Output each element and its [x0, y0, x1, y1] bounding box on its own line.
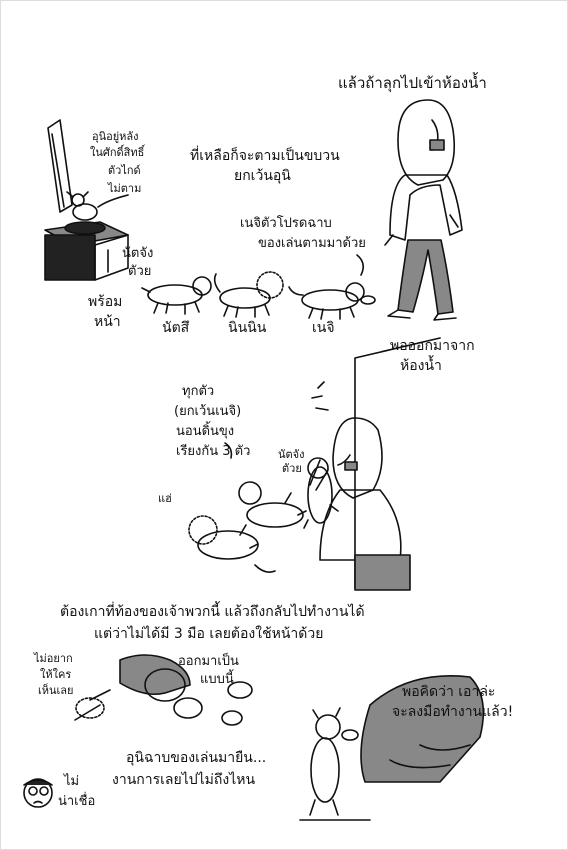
dog-name-natsu: นัตสึ: [162, 320, 190, 336]
tv-note-line4: ไม่ตาม: [108, 182, 142, 195]
bathroom-caption: แล้วถ้าลุกไปเข้าห้องน้ำ: [338, 74, 487, 92]
dog-ninnin-drawing: [213, 271, 284, 318]
all-dogs-line3: นอนดิ้นขุง: [176, 424, 235, 439]
author-line1: ไม่: [64, 774, 80, 789]
bottom-caption-line2: แต่ว่าไม่ได้มี 3 มือ เลยต้องใช้หน้าด้วย: [94, 626, 324, 642]
person-at-desk-drawing: [299, 675, 485, 821]
followers-header-line2: ยกเว้นอุนิ: [234, 168, 291, 184]
uni-line1: อุนิฉาบของเล่นมายืน...: [126, 750, 267, 766]
dog-name-ninnin: นินนิน: [228, 320, 267, 336]
think-line1: พอคิดว่า เอาล่ะ: [402, 684, 496, 700]
dog-name-neji: เนจิ: [312, 320, 335, 336]
shy-line3: เห็นเลย: [38, 684, 74, 697]
ready-line2: หน้า: [94, 314, 121, 330]
uni-dog-on-tv: [66, 191, 98, 221]
shy-line2: ให้ใคร: [40, 668, 72, 681]
tv-note-line2: ในศักดิ์สิทธิ์: [90, 146, 145, 159]
surprise-lines: [311, 381, 329, 411]
uni-standing-drawing: [309, 707, 359, 816]
dog-neji-drawing: [288, 282, 376, 320]
uni-line2: งานการเลยไปไม่ถึงไหน: [112, 772, 256, 788]
tv-note-line1: อุนิอยู่หลัง: [92, 130, 139, 143]
dog-tag-line1: นัตจัง: [278, 448, 305, 461]
dog-tag-line2: ตัวย: [282, 462, 302, 475]
ready-line1: พร้อม: [88, 294, 123, 310]
doorway-drawing: [354, 337, 441, 589]
tag-arrow: [224, 442, 233, 459]
bottom-caption-line1: ต้องเกาที่ท้องของเจ้าพวกนี้ แล้วถึงกลับไ…: [60, 604, 365, 620]
dog-natsu-drawing: [141, 276, 212, 315]
think-line2: จะลงมือทำงานแล้ว!: [392, 704, 514, 720]
toy-note-line1: เนจิตัวโปรดฉาบ: [240, 216, 332, 231]
return-caption-line2: ห้องน้ำ: [400, 358, 442, 374]
all-dogs-line2: (ยกเว้นเนจิ): [174, 404, 242, 419]
author-line2: น่าเชื่อ: [58, 794, 96, 809]
natchan-label-line2: ตัวย: [128, 264, 152, 279]
like-this-line1: ออกมาเป็น: [178, 654, 239, 669]
return-caption-line1: พอออกมาจาก: [390, 338, 475, 354]
person-lying-drawing: [74, 654, 253, 726]
sfx-heh: แฮ่: [158, 492, 172, 505]
walking-person-drawing: [384, 99, 463, 321]
tv-cabinet-drawing: [44, 119, 129, 281]
author-face-drawing: [23, 778, 53, 808]
toy-note-line2: ของเล่นตามมาด้วย: [258, 236, 366, 251]
shy-line1: ไม่อยาก: [34, 652, 73, 665]
toy-arrow: [356, 254, 365, 276]
tv-note-line3: ตัวไกด์: [108, 164, 141, 177]
natchan-label-line1: นัตจัง: [122, 246, 154, 261]
all-dogs-line1: ทุกตัว: [182, 384, 215, 399]
dogs-on-backs-drawing: [188, 457, 339, 573]
followers-header-line1: ที่เหลือก็จะตามเป็นขบวน: [190, 148, 340, 164]
all-dogs-line4: เรียงกัน 3 ตัว: [176, 444, 251, 459]
note-arrow: [97, 194, 129, 208]
person-returning-drawing: [309, 417, 411, 591]
like-this-line2: แบบนี้: [200, 672, 234, 687]
